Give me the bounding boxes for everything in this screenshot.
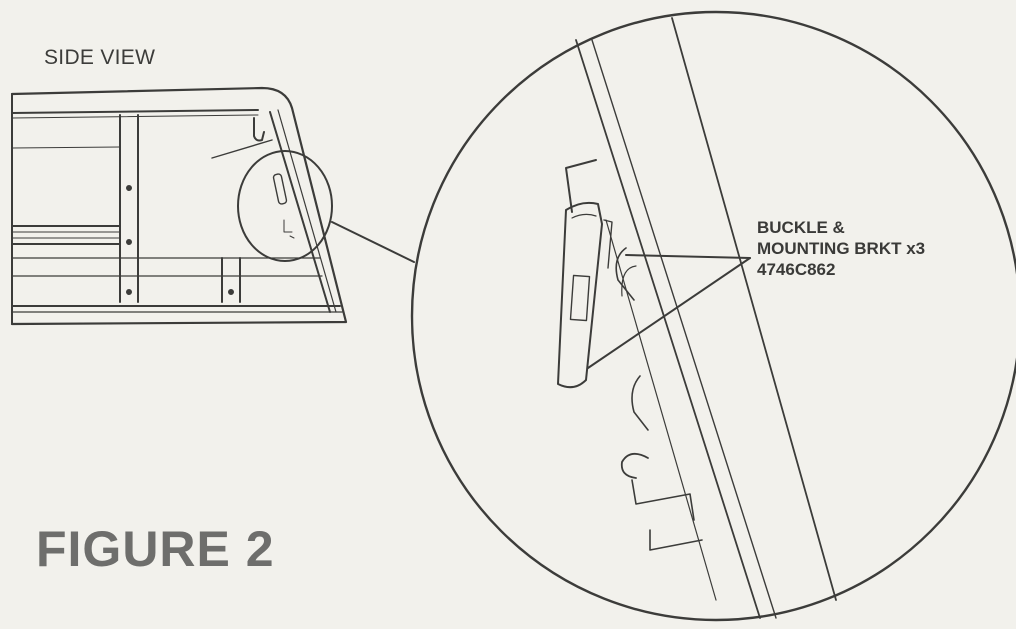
figure-title: FIGURE 2: [36, 521, 275, 577]
zoom-connector: [331, 221, 415, 263]
callout-line-1: BUCKLE &: [757, 218, 845, 237]
side-view-label: SIDE VIEW: [44, 46, 156, 69]
detail-view: [410, 10, 1016, 622]
callout-part-number: 4746C862: [757, 260, 836, 279]
side-view-drawing: [10, 86, 348, 326]
part-callout: BUCKLE & MOUNTING BRKT x3 4746C862: [757, 217, 925, 280]
callout-line-2: MOUNTING BRKT x3: [757, 239, 926, 258]
